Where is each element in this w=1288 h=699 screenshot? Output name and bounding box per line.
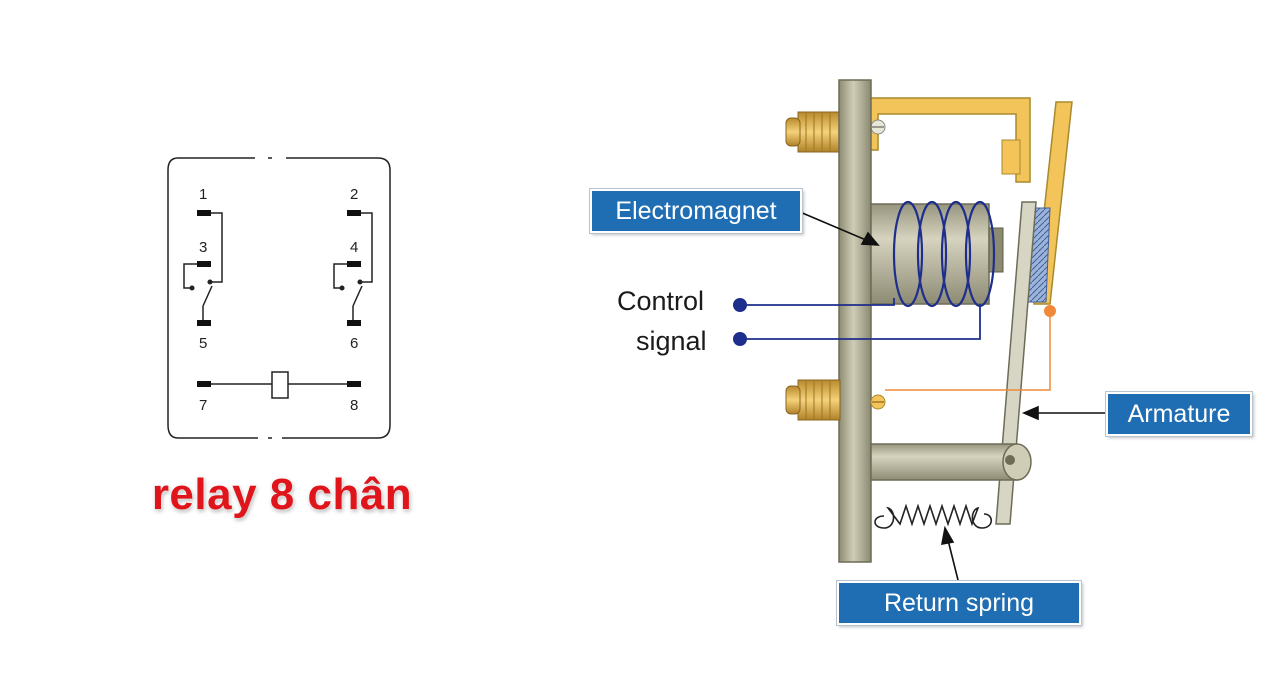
terminal-screw-bottom [785,379,841,421]
pin-numbers: 1 2 3 4 5 6 7 8 [199,186,358,414]
control-signal-wires [746,298,981,340]
relay-title: relay 8 chân [151,470,413,519]
pin-label: 1 [199,186,207,203]
base-rod [838,79,872,563]
pin-label: 4 [350,239,358,256]
relay-mechanism [733,79,1105,581]
electromagnet-core [870,203,990,305]
label-control: Control [617,286,705,316]
contact-wire [885,312,1051,391]
terminal-dot [733,298,747,312]
pin-label: 3 [199,239,207,256]
pin-label: 2 [350,186,358,203]
leader-arrows [799,211,1105,581]
label-electromagnet: Electromagnet [590,189,802,233]
label-signal: signal [636,326,707,356]
pin-label: 5 [199,335,207,352]
terminal-dot [733,332,747,346]
terminal-screw-top [785,111,841,153]
pin-label: 8 [350,397,358,414]
relay-8-pin-schematic [167,157,391,439]
pin-label: 6 [350,335,358,352]
pivot-rod [870,443,1018,481]
pin-label: 7 [199,397,207,414]
label-return-spring: Return spring [837,581,1081,625]
label-armature: Armature [1106,392,1252,436]
return-spring [874,503,993,529]
